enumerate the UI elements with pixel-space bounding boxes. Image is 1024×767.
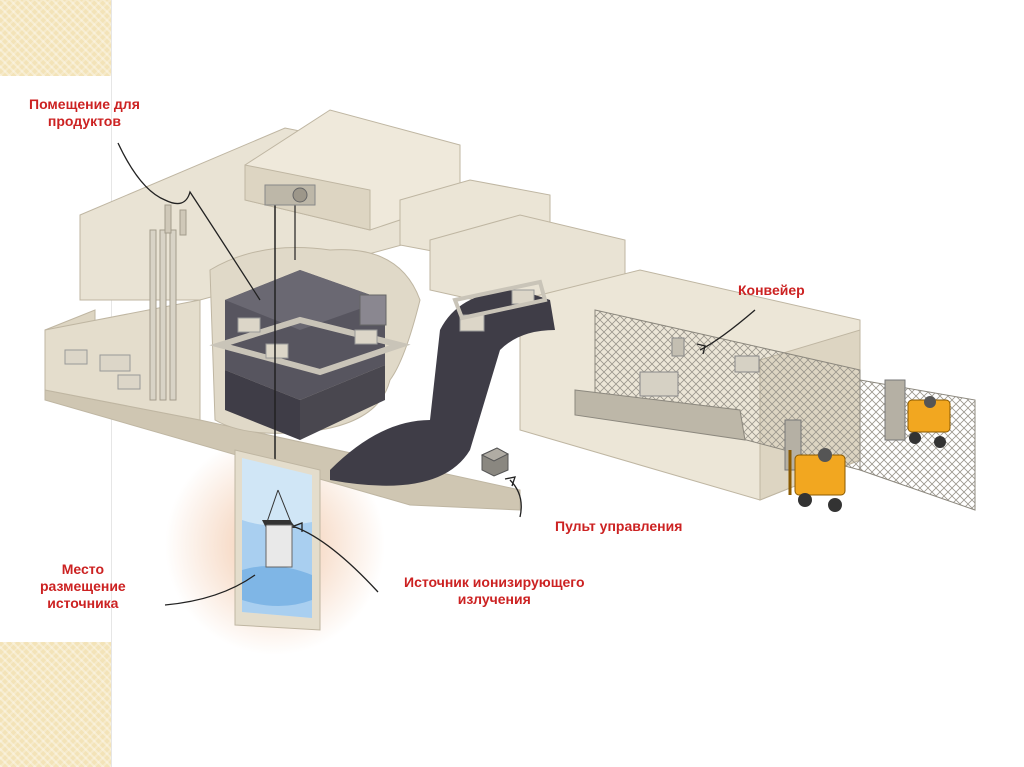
leader-control-panel-arrow xyxy=(504,476,516,487)
control-panel-box xyxy=(480,447,510,477)
leader-lines xyxy=(117,142,756,606)
decorative-corner-top xyxy=(0,0,112,76)
leader-control-panel xyxy=(509,479,522,518)
leader-product-room xyxy=(117,142,261,301)
source-pool xyxy=(234,449,321,631)
label-source-location: Место размещение источника xyxy=(40,561,126,611)
forklift-front xyxy=(788,448,846,512)
label-control-panel: Пульт управления xyxy=(555,518,683,534)
leader-conveyor-arrow xyxy=(696,343,706,355)
label-radiation-source: Источник ионизирующего излучения xyxy=(404,574,585,607)
leader-radiation-source-arrow xyxy=(293,522,303,532)
decorative-corner-bottom xyxy=(0,642,112,767)
label-conveyor: Конвейер xyxy=(738,282,805,298)
leader-source-location xyxy=(164,574,256,606)
forklift-back xyxy=(907,396,951,448)
product-storage xyxy=(64,204,187,401)
irradiation-chamber xyxy=(209,184,555,515)
label-product-room: Помещение для продуктов xyxy=(29,96,140,129)
